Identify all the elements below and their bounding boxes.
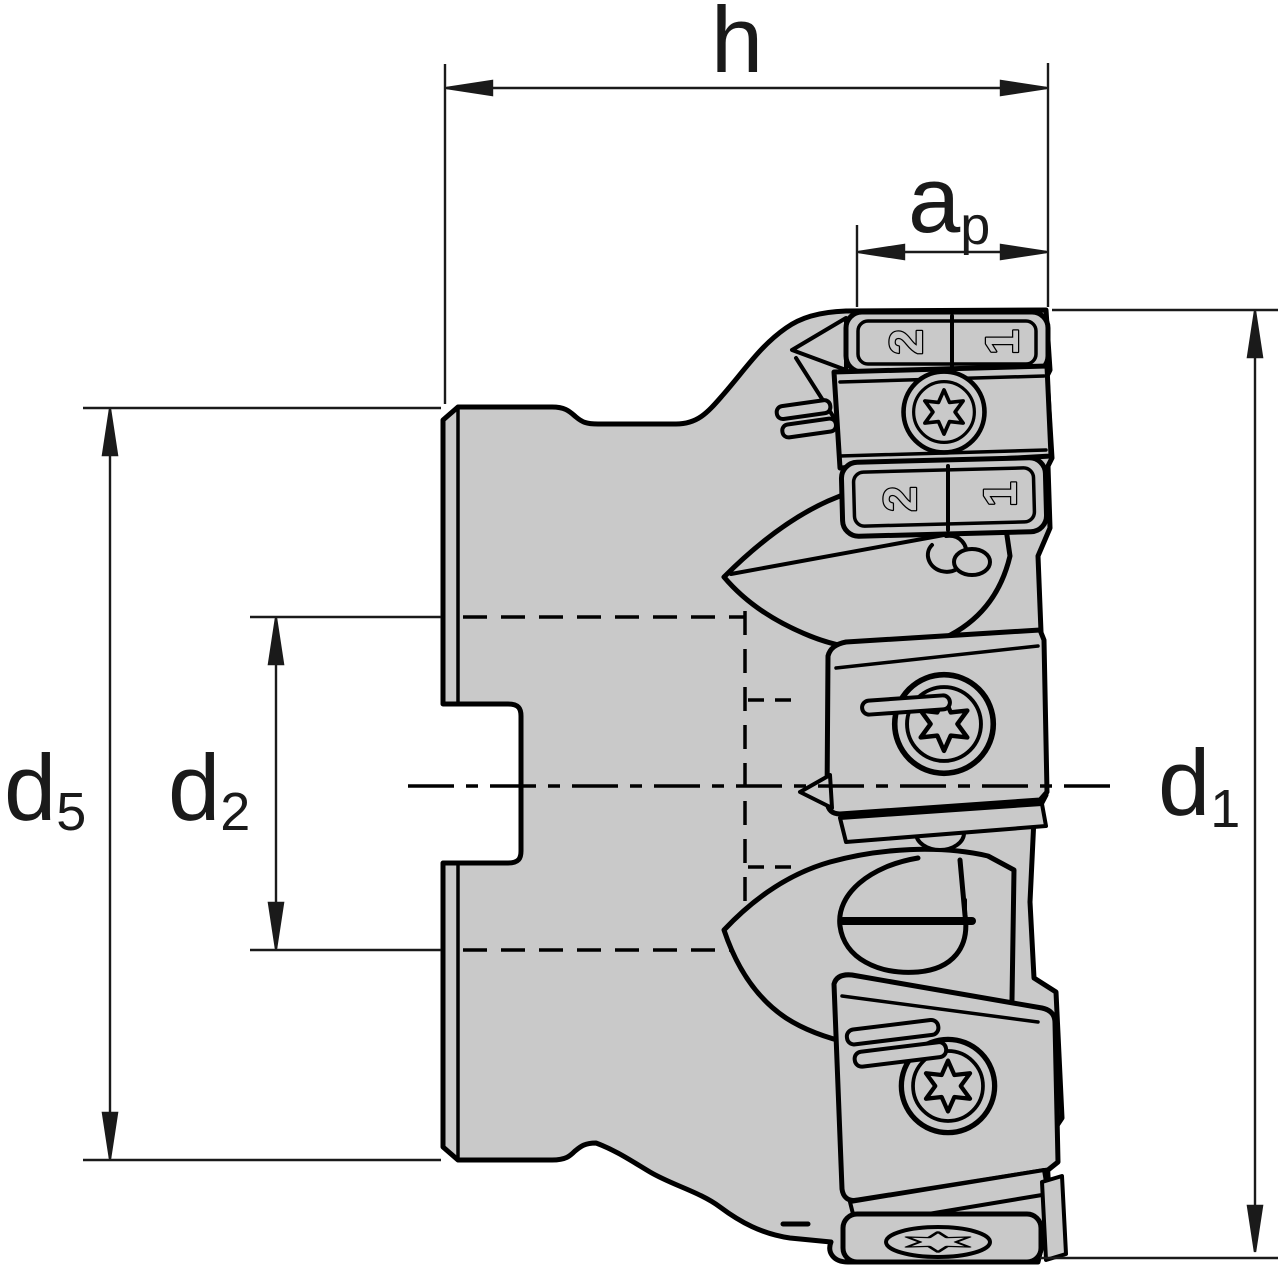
dimension-annotations: h ap d5 d	[4, 0, 1278, 1260]
slot-pair-top	[774, 398, 839, 440]
insert-upper	[831, 363, 1054, 471]
insert-mark-1: 1	[974, 481, 1026, 507]
slot-single-middle	[860, 693, 952, 717]
dimension-d5: d5	[4, 406, 441, 1162]
torx-screw-icon	[904, 372, 985, 453]
insert-mark-2: 2	[880, 329, 932, 355]
insert-middle-corner-tip	[798, 773, 834, 810]
d1-arrow-bottom	[1246, 1204, 1264, 1253]
insert-middle-chamfer	[834, 644, 1040, 670]
slot-pair-bottom	[844, 1017, 949, 1069]
d1-arrow-top	[1246, 310, 1264, 359]
d2-label: d2	[168, 735, 250, 842]
d5-arrow-bottom	[101, 1111, 119, 1160]
dimension-ap: ap	[855, 147, 1048, 307]
insert-second-wiper: 2 1	[838, 455, 1050, 539]
d1-label: d1	[1158, 730, 1240, 839]
h-arrow-left	[445, 79, 494, 97]
ap-arrow-left	[857, 243, 906, 261]
dimension-h: h	[443, 0, 1050, 404]
insert-bottom-face	[840, 1174, 1068, 1265]
ap-arrow-right	[999, 243, 1048, 261]
torx-star-squashed	[904, 1231, 972, 1253]
dimension-d1: d1	[1040, 308, 1278, 1260]
h-label: h	[711, 0, 763, 92]
insert-second-wiper-face	[851, 466, 1037, 528]
inserts: 2 1 2 1	[790, 309, 1068, 1265]
insert-lower-chamfer	[840, 994, 1040, 1024]
ap-label: ap	[908, 147, 990, 256]
bore-hidden-lines	[463, 611, 802, 956]
d5-label: d5	[4, 735, 86, 842]
d5-arrow-top	[101, 408, 119, 457]
insert-mark-2: 2	[874, 486, 926, 512]
lower-gash-seat-curve	[837, 855, 969, 975]
h-arrow-right	[999, 79, 1048, 97]
upper-gash-dimple	[952, 547, 992, 577]
insert-lower	[831, 972, 1061, 1228]
d2-arrow-bottom	[267, 901, 285, 950]
insert-mark-1: 1	[976, 329, 1028, 355]
d2-arrow-top	[267, 617, 285, 666]
insert-bottom-corner-block	[1040, 1174, 1068, 1262]
insert-middle	[798, 627, 1050, 844]
insert-top-wiper-face	[856, 319, 1038, 366]
dimension-d2: d2	[168, 615, 441, 952]
insert-middle-seat-strip	[838, 802, 1048, 844]
coolant-slot-marks	[774, 398, 952, 1227]
torx-screw-icon	[895, 675, 994, 774]
